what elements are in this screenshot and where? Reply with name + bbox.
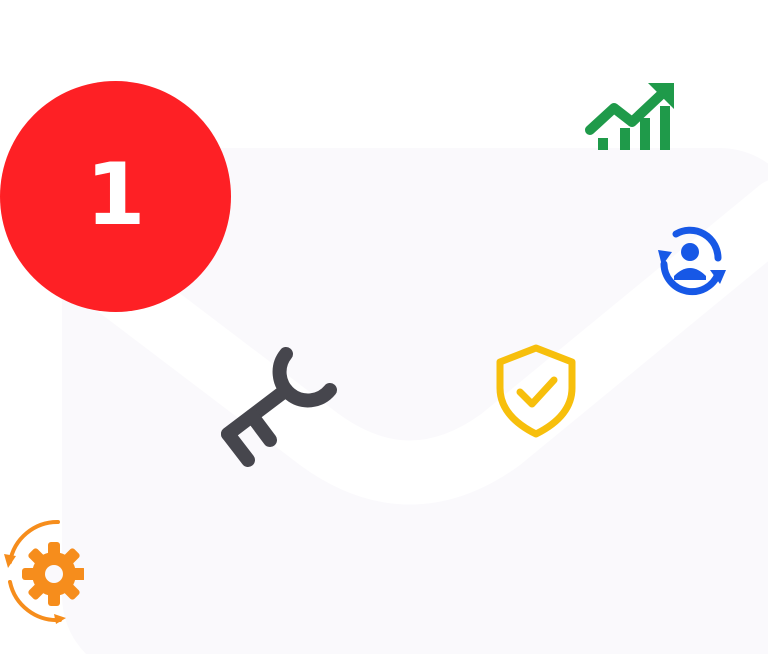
envelope-body: [62, 148, 768, 654]
key-icon: [221, 347, 337, 467]
gear-sync-icon: [4, 519, 84, 624]
user-sync-icon: [658, 226, 726, 296]
notification-count: 1: [85, 144, 146, 245]
envelope-flap: [80, 180, 768, 505]
growth-chart-icon: [585, 83, 674, 150]
notification-badge: 1: [0, 81, 231, 312]
shield-check-icon: [496, 344, 576, 438]
